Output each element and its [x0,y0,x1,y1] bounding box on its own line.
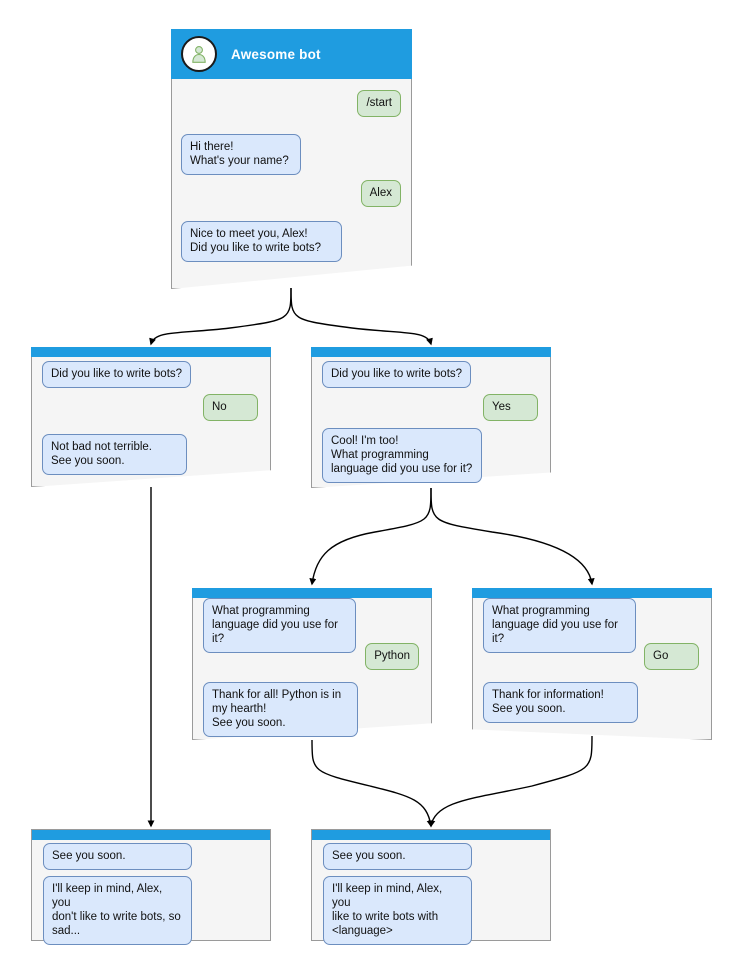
edge-yes-to-python [309,487,432,586]
card-header [31,347,271,357]
message-bubble-bot: See you soon. [43,843,192,870]
card-header: Awesome bot [171,29,412,79]
card-content: Did you like to write bots? Yes Cool! I'… [311,347,551,488]
message-bubble-bot: Did you like to write bots? [322,361,472,388]
card-content: What programming language did you use fo… [472,588,712,740]
flow-card-lang-go[interactable]: What programming language did you use fo… [472,588,712,740]
card-header [472,588,712,598]
edge-start-to-no [149,287,292,346]
flow-card-end-no[interactable]: See you soon. I'll keep in mind, Alex, y… [31,829,271,945]
message-bubble-bot: Hi there! What's your name? [181,134,301,175]
message-bubble-bot: Did you like to write bots? [42,361,192,388]
message-bubble-user: Yes [483,394,538,421]
card-content: See you soon. I'll keep in mind, Alex, y… [32,830,270,945]
message-bubble-user: No [203,394,258,421]
message-bubble-bot: What programming language did you use fo… [203,598,356,653]
message-bubble-bot: I'll keep in mind, Alex, you like to wri… [323,876,472,945]
card-content: Did you like to write bots? No Not bad n… [31,347,271,487]
message-bubble-bot: Nice to meet you, Alex! Did you like to … [181,221,342,262]
flow-card-lang-python[interactable]: What programming language did you use fo… [192,588,432,740]
message-bubble-user: Go [644,643,699,670]
card-content: What programming language did you use fo… [192,588,432,740]
card-header [312,830,550,840]
message-bubble-user: Python [365,643,419,670]
edge-go-to-end [428,735,593,828]
card-header [311,347,551,357]
card-content: See you soon. I'll keep in mind, Alex, y… [312,830,550,945]
card-header [32,830,270,840]
flow-card-start[interactable]: Awesome bot /start Hi there! What's your… [171,29,412,289]
message-bubble-user: Alex [360,180,401,207]
edge-start-to-yes [290,287,433,346]
flow-card-end-yes[interactable]: See you soon. I'll keep in mind, Alex, y… [311,829,551,945]
message-bubble-user: /start [357,90,401,117]
bot-name-label: Awesome bot [231,46,321,62]
message-bubble-bot: Not bad not terrible. See you soon. [42,434,187,475]
flow-card-answer-yes[interactable]: Did you like to write bots? Yes Cool! I'… [311,347,551,488]
message-bubble-bot: What programming language did you use fo… [483,598,636,653]
flow-card-answer-no[interactable]: Did you like to write bots? No Not bad n… [31,347,271,487]
bot-avatar-icon [181,36,217,72]
message-bubble-bot: See you soon. [323,843,472,870]
card-header [192,588,432,598]
edge-python-to-end [311,739,434,828]
edge-yes-to-go [430,487,595,586]
message-bubble-bot: Thank for all! Python is in my hearth! S… [203,682,358,737]
message-bubble-bot: Cool! I'm too! What programming language… [322,428,482,483]
message-bubble-bot: I'll keep in mind, Alex, you don't like … [43,876,192,945]
message-bubble-bot: Thank for information! See you soon. [483,682,638,723]
card-content: Awesome bot /start Hi there! What's your… [171,29,412,289]
